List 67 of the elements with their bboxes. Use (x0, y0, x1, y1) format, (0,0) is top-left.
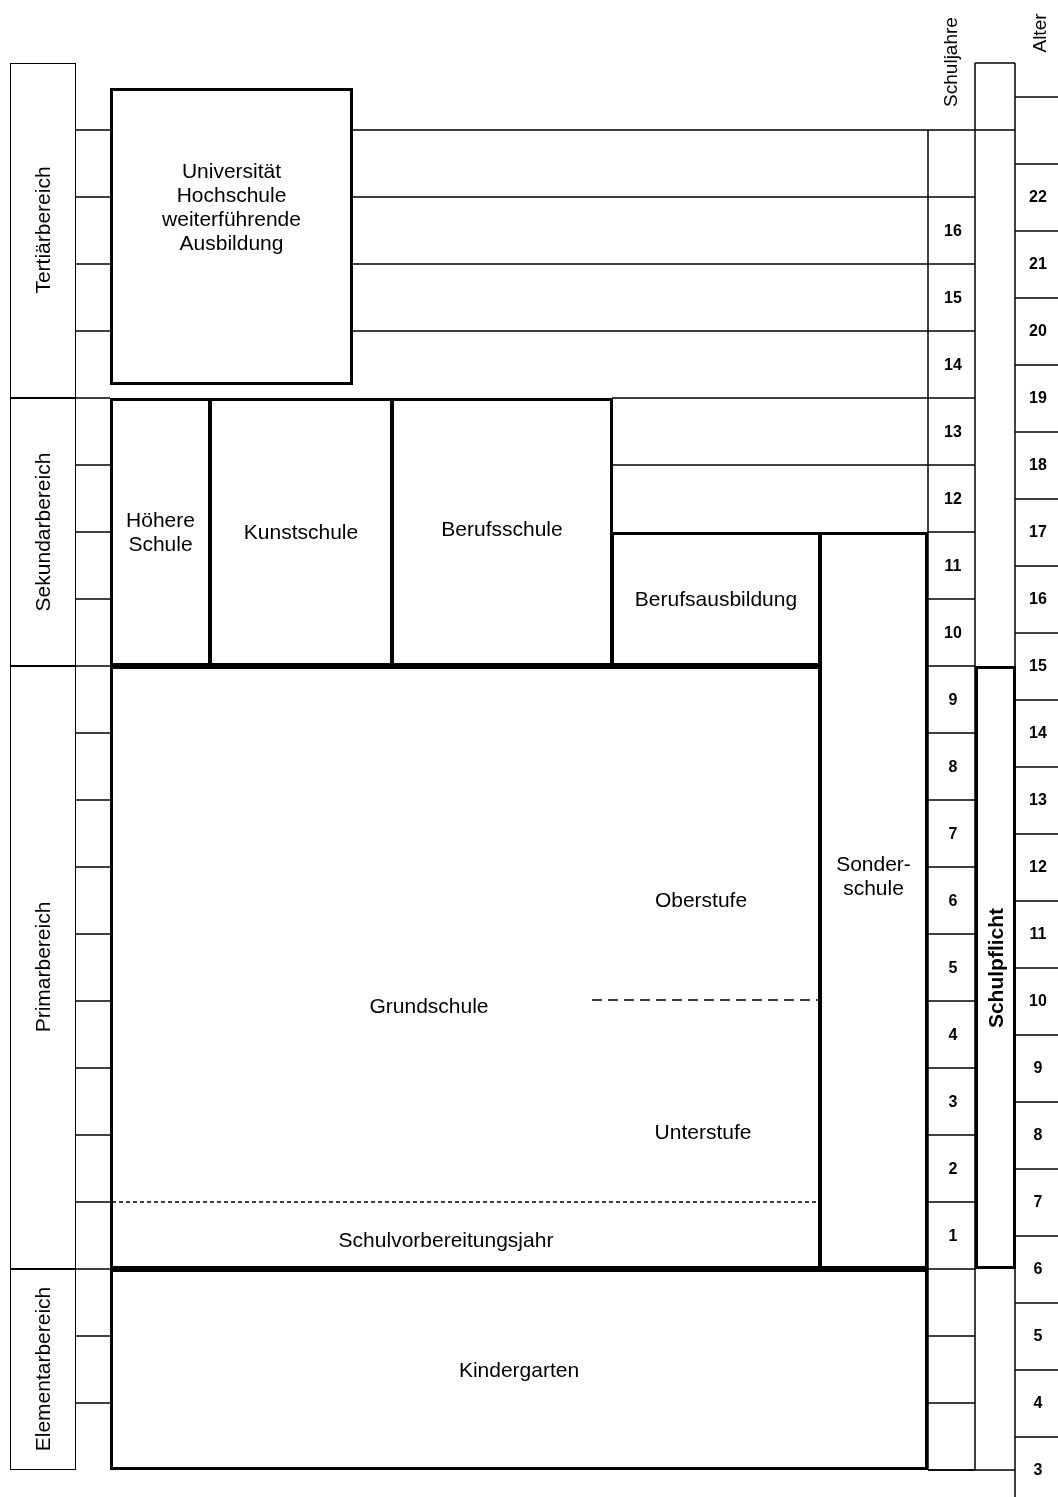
school-year-number: 11 (944, 556, 962, 575)
school-box (611, 532, 821, 666)
school-year-number: 7 (948, 824, 958, 843)
school-year-number: 4 (948, 1025, 958, 1044)
school-label: Berufsschule (441, 516, 563, 542)
school-box (110, 1269, 928, 1470)
school-label: Kunstschule (243, 519, 359, 545)
age-number: 18 (1029, 456, 1047, 474)
school-year-number: 15 (944, 288, 962, 307)
column-header: Schuljahre (940, 17, 962, 107)
age-number: 7 (1033, 1193, 1043, 1211)
school-box (110, 666, 821, 1269)
school-year-number: 10 (944, 623, 962, 642)
level-band (10, 666, 76, 1269)
school-year-number: 9 (948, 690, 958, 709)
school-year-number: 16 (944, 221, 962, 240)
school-year-number: 3 (948, 1092, 958, 1111)
column-header: Alter (1029, 13, 1051, 53)
school-label: Schulvorbereitungsjahr (338, 1227, 554, 1253)
school-year-number: 12 (944, 489, 962, 508)
age-number: 19 (1029, 389, 1047, 407)
age-number: 14 (1029, 724, 1047, 742)
school-year-number: 1 (948, 1226, 958, 1245)
compulsory-schooling-bar (975, 666, 1016, 1269)
age-number: 15 (1029, 657, 1047, 675)
level-label: Elementarbereich (30, 1286, 55, 1452)
age-number: 5 (1033, 1327, 1043, 1345)
school-year-number: 6 (948, 891, 958, 910)
school-year-number: 14 (944, 355, 962, 374)
level-band (10, 398, 76, 666)
age-number: 9 (1033, 1059, 1043, 1077)
school-label: Kindergarten (458, 1357, 580, 1382)
school-box (209, 398, 393, 666)
school-year-number: 13 (944, 422, 962, 441)
age-number: 13 (1029, 791, 1047, 809)
level-label: Tertiärbereich (30, 166, 55, 294)
school-box (110, 88, 353, 385)
school-box (391, 398, 613, 666)
level-label: Primarbereich (30, 901, 55, 1033)
school-year-number: 8 (948, 757, 958, 776)
age-number: 16 (1029, 590, 1047, 608)
school-label: Universität Hochschule weiterführende Ausbildung (161, 158, 302, 255)
level-band (10, 1269, 76, 1470)
school-label: Höhere Schule (125, 507, 196, 557)
age-number: 20 (1029, 322, 1047, 340)
level-band (10, 63, 76, 398)
age-number: 21 (1029, 255, 1047, 273)
age-number: 11 (1029, 925, 1047, 943)
age-number: 6 (1033, 1260, 1043, 1278)
age-number: 10 (1029, 992, 1047, 1010)
bar-label: Schulpflicht (983, 907, 1008, 1028)
school-box (819, 532, 928, 1269)
age-number: 8 (1033, 1126, 1043, 1144)
school-year-number: 2 (948, 1159, 958, 1178)
school-box (110, 398, 211, 666)
school-label: Berufsausbildung (634, 586, 798, 612)
age-number: 17 (1029, 523, 1047, 541)
school-year-number: 5 (948, 958, 958, 977)
school-label: Unterstufe (654, 1119, 752, 1145)
school-label: Grundschule (369, 993, 489, 1019)
school-label: Sonder- schule (835, 851, 912, 900)
level-label: Sekundarbereich (30, 452, 55, 611)
school-label: Oberstufe (654, 887, 748, 913)
age-number: 3 (1033, 1461, 1043, 1479)
age-number: 12 (1029, 858, 1047, 876)
age-number: 4 (1033, 1394, 1043, 1412)
age-number: 22 (1029, 188, 1047, 206)
